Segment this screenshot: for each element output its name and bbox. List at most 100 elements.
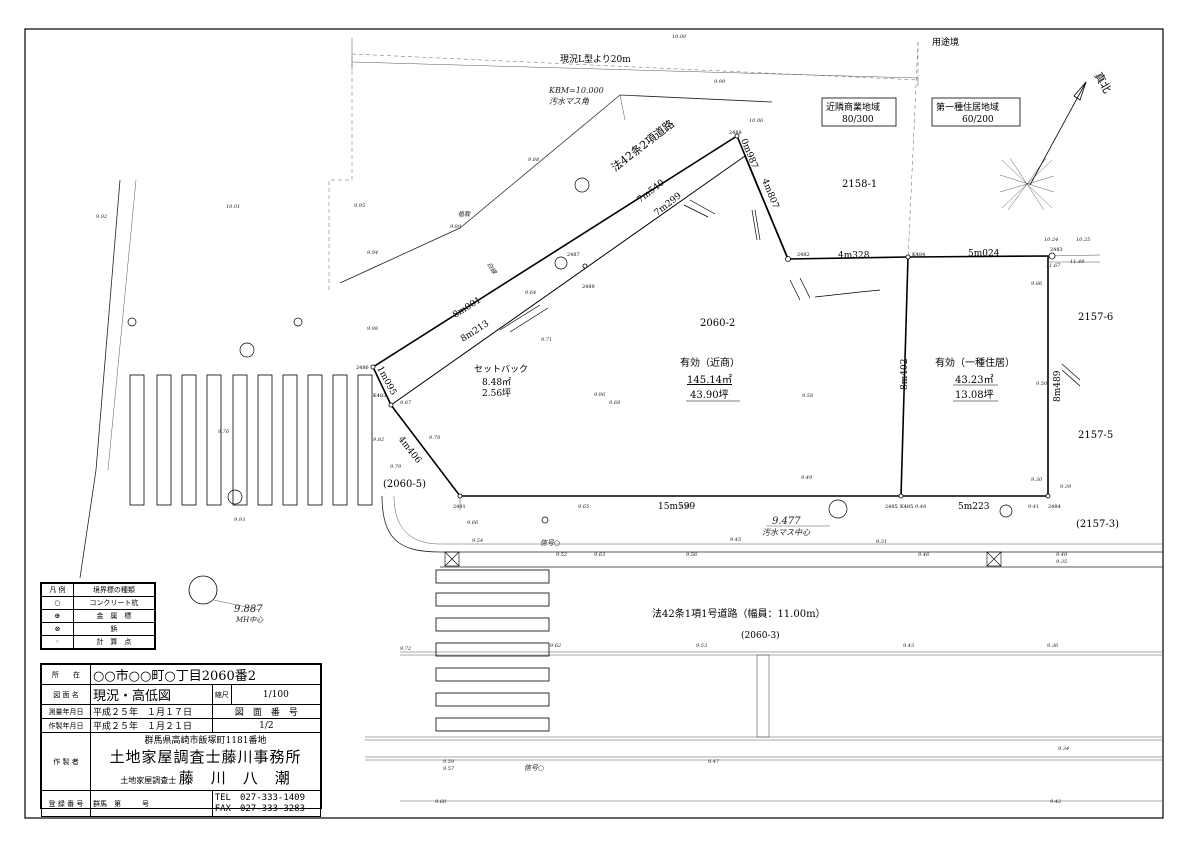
elev: 9.57 (443, 766, 455, 772)
elev: 11.67 (1046, 263, 1061, 269)
elev: 9.76 (218, 429, 230, 435)
elev: 9.35 (1056, 559, 1067, 565)
elev: 10.24 (1044, 237, 1058, 243)
svg-text:2483: 2483 (1050, 247, 1063, 253)
elev: 9.40 (1056, 552, 1068, 558)
legend-symbol: ⊕ (41, 609, 74, 623)
elev: 9.95 (354, 203, 365, 209)
south-road (365, 495, 1163, 802)
svg-text:13.08坪: 13.08坪 (955, 388, 994, 401)
drawing-name-label: 図 面 名 (41, 684, 91, 705)
tel: TEL 027-333-1409 (214, 792, 305, 803)
dim-label: 15m599 (658, 502, 695, 512)
elev: 9.63 (594, 552, 605, 558)
legend-header-b: 境界標の種類 (72, 583, 156, 597)
zone-boundary-line (907, 41, 919, 261)
road-42-2-label: 法42条2項道路 (608, 117, 677, 175)
registration-number: 群馬 第 号 (90, 790, 213, 817)
existing-boundary-dashed (328, 38, 919, 290)
dim-label: 5m024 (968, 249, 1000, 259)
elev: 9.58 (802, 393, 813, 399)
dim-label: 8m213 (459, 319, 491, 345)
zone-boundary-label: 用途境 (932, 36, 959, 48)
zone-commercial-box: 近隣商業地域 80/300 (821, 97, 897, 127)
elev: 9.92 (96, 214, 107, 220)
elev: 9.93 (234, 517, 245, 523)
white-line-label: 白線 (485, 261, 499, 276)
road-42-2-edges (339, 94, 773, 284)
drawing-frame (24, 28, 1164, 819)
title-block: 所 在 ○○市○○町○丁目2060番2 図 面 名 現況・高低図 縮尺 1/10… (40, 663, 322, 817)
elev: 9.49 (801, 475, 813, 481)
elev: 9.69 (680, 504, 692, 510)
planting-label: 植栽 (458, 210, 471, 218)
elev: 10.25 (1076, 237, 1090, 243)
survey-points (370, 133, 1056, 499)
north-arrow: 真北 (999, 70, 1115, 211)
sewer-center-note: 汚水マス中心 (762, 528, 811, 537)
svg-text:K485: K485 (900, 504, 913, 510)
lot-numbers: 2060-2 2158-1 2157-6 2157-5 (2157-3) (20… (383, 179, 1119, 530)
svg-text:K483: K483 (373, 393, 386, 399)
registration-label: 登 録 番 号 (41, 790, 91, 817)
legend-header-a: 凡 例 (41, 583, 74, 597)
elev: 10.06 (749, 118, 764, 124)
elev: 9.66 (467, 520, 479, 526)
svg-text:2482: 2482 (797, 252, 810, 258)
elev: 9.43 (903, 643, 914, 649)
elev: 9.54 (472, 538, 483, 544)
mh-center-value: 9.887 (234, 604, 263, 615)
svg-text:有効（一種住居）: 有効（一種住居） (935, 356, 1015, 369)
lot-east1: 2157-6 (1078, 312, 1113, 323)
elev: 9.64 (525, 290, 536, 296)
elev: 9.82 (373, 437, 384, 443)
elev: 9.65 (578, 504, 589, 510)
elev: 9.88 (528, 157, 539, 163)
elev: 9.87 (400, 400, 412, 406)
elev: 10.00 (672, 34, 687, 40)
legend-symbol: ⊗ (41, 622, 74, 636)
svg-text:セットバック: セットバック (474, 364, 528, 375)
signal-label-2: 信号○ (524, 764, 544, 772)
svg-text:8.48㎡: 8.48㎡ (482, 377, 511, 388)
dim-label: 8m402 (900, 359, 910, 390)
road-lot-2060-3: (2060-3) (741, 630, 780, 641)
dim-label: 8m489 (1053, 370, 1063, 402)
elev: 9.98 (367, 326, 378, 332)
legend-symbol: ◦ (41, 635, 74, 649)
svg-text:80/300: 80/300 (842, 115, 874, 125)
maker-title: 土地家屋調査士 (120, 775, 177, 785)
area-setback: セットバック 8.48㎡ 2.56坪 (474, 364, 528, 399)
lshape-label: 現況L型より20m (560, 54, 631, 65)
dim-label: 4m328 (838, 251, 870, 261)
elev: 9.86 (1031, 281, 1043, 287)
svg-text:2486: 2486 (356, 365, 369, 371)
svg-text:K484: K484 (912, 252, 925, 258)
zone-residential-box: 第一種住居地域 60/200 (931, 97, 1021, 127)
elevation-labels: 10.00 10.01 9.92 9.89 9.99 9.94 9.98 9.9… (96, 34, 1090, 805)
elev: 9.47 (708, 759, 720, 765)
scale-value: 1/100 (230, 684, 322, 705)
svg-text:近隣商業地域: 近隣商業地域 (826, 101, 880, 113)
dim-label: 0m987 (738, 137, 759, 170)
elev: 9.53 (696, 643, 707, 649)
lot-east3: (2157-3) (1076, 519, 1119, 530)
svg-text:2484: 2484 (1048, 504, 1061, 510)
area-commercial: 有効（近商） 145.14㎡ 43.90坪 (680, 356, 740, 402)
svg-text:有効（近商）: 有効（近商） (680, 356, 740, 369)
elev: 9.46 (918, 552, 930, 558)
boundary-marker-legend: 凡 例 境界標の種類 ○ コンクリート杭 ⊕ 金 属 標 ⊗ 鋲 ◦ 計 算 点 (40, 582, 156, 650)
elev: 9.78 (429, 435, 440, 441)
elev: 9.36 (1047, 643, 1059, 649)
svg-text:2485: 2485 (885, 504, 898, 510)
maker-label: 作 製 者 (41, 732, 91, 791)
legend-label: コンクリート杭 (72, 596, 156, 610)
svg-text:真北: 真北 (1091, 70, 1114, 96)
elev: 10.01 (226, 204, 240, 210)
survey-date-label: 測量年月日 (41, 704, 91, 719)
kbm-note: 汚水マス角 (549, 97, 590, 106)
elev: 9.71 (541, 337, 552, 343)
lot-east2: 2157-5 (1078, 430, 1113, 441)
dim-label: 4m406 (396, 435, 423, 466)
